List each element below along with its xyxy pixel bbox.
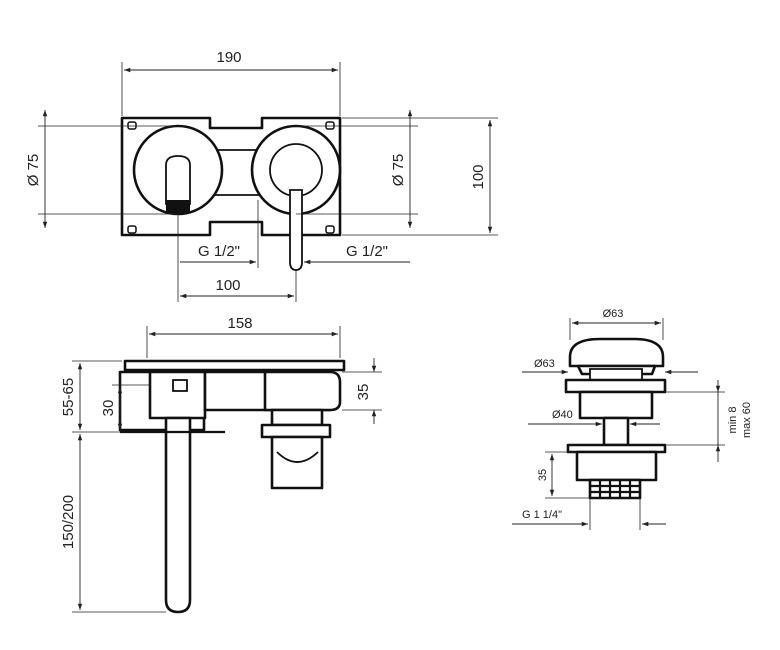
dim-spout-150-200: 150/200: [60, 434, 166, 613]
dim-left-diameter: Ø 75: [25, 110, 176, 228]
dim-right-diameter: Ø 75: [296, 110, 418, 228]
dim-height-100: 100: [342, 117, 498, 236]
dim-drain-body-diameter: Ø40: [528, 409, 660, 427]
thread-label-right: G 1/2": [346, 243, 388, 260]
side-view: 158 55-65 30 35 150/200: [60, 315, 382, 614]
dim-label-158: 158: [227, 315, 252, 332]
dim-label-spacing-100: 100: [215, 277, 240, 294]
dim-offset-30: 30: [100, 384, 150, 430]
spout-cover: [132, 124, 224, 216]
dim-label-55-65: 55-65: [60, 378, 77, 416]
drain-view: Ø63 Ø63 Ø40 min 8 max 60: [512, 308, 753, 530]
dim-right-35: 35: [342, 358, 382, 424]
dim-label-190: 190: [216, 49, 241, 66]
dim-range-55-65: 55-65: [60, 360, 122, 433]
dim-label-height-100: 100: [470, 164, 487, 189]
dim-label-drain-flange-diameter: Ø63: [534, 358, 555, 370]
dim-label-left-diameter: Ø 75: [25, 154, 42, 187]
front-view: 190 Ø 75 Ø 75 100 G 1: [25, 49, 498, 302]
dim-drain-range: min 8 max 60: [665, 380, 753, 462]
dim-label-drain-body-diameter: Ø40: [552, 409, 573, 421]
dim-label-30: 30: [100, 400, 117, 417]
mixer-cover: [250, 124, 342, 271]
dim-width-190: 190: [121, 49, 341, 116]
dim-depth-158: 158: [146, 315, 341, 358]
dim-drain-top-diameter: Ø63: [569, 308, 664, 340]
dim-label-drain-length: 35: [537, 469, 549, 481]
dim-spacing-100: 100: [180, 277, 294, 299]
dim-drain-flange-diameter: Ø63: [522, 358, 698, 375]
dim-label-drain-thread: G 1 1/4": [522, 509, 562, 521]
dim-label-drain-min: min 8: [727, 407, 739, 434]
dim-label-right-diameter: Ø 75: [390, 154, 407, 187]
dim-label-drain-max: max 60: [741, 402, 753, 438]
dim-label-35: 35: [355, 384, 372, 401]
dim-label-150-200: 150/200: [60, 495, 77, 549]
side-body: [118, 359, 346, 614]
dim-drain-length: 35: [537, 451, 590, 499]
dim-label-drain-top-diameter: Ø63: [603, 308, 624, 320]
drain-body: [564, 337, 667, 500]
thread-label-left: G 1/2": [198, 243, 240, 260]
dim-drain-thread: G 1 1/4": [512, 498, 666, 530]
dim-threads: G 1/2" G 1/2": [177, 200, 410, 302]
